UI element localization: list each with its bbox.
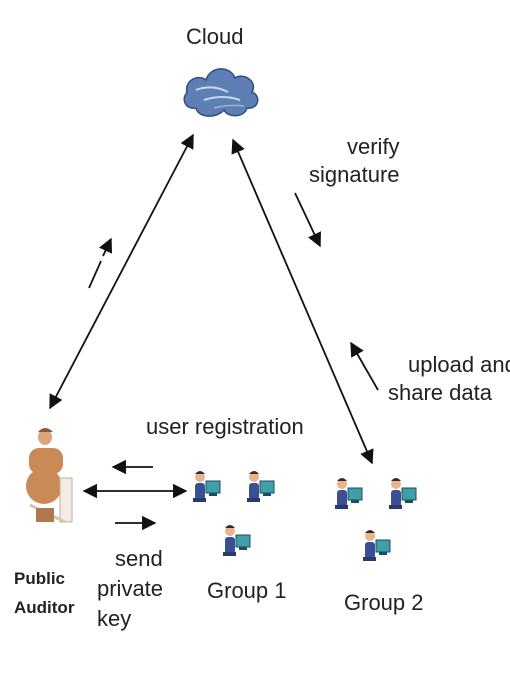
public-auditor-line1: Public	[14, 569, 66, 588]
user-registration-label: user registration	[146, 414, 304, 439]
cloud-group2-arrow	[231, 138, 374, 465]
user-1-3	[222, 524, 251, 557]
verify-signature-line1: verify	[347, 134, 400, 159]
send-private-key-label: send private key	[97, 548, 163, 630]
verify-signature-label: verify signature	[309, 136, 400, 186]
cloud-icon	[183, 68, 259, 117]
user-2-2	[388, 477, 417, 510]
verify-signature-arrow	[294, 192, 321, 248]
upload-share-label: upload and share data	[388, 354, 510, 404]
send-private-key-line2: private	[97, 576, 164, 601]
upload-share-line2: share data	[388, 380, 492, 405]
user-group-icon	[334, 477, 417, 562]
auditor-cloud-small-arrow	[98, 237, 112, 257]
auditor-cloud-arrow	[49, 133, 194, 410]
user-1-2	[246, 470, 275, 503]
user-1-1	[192, 470, 221, 503]
auditor-cloud-dash	[88, 260, 102, 289]
user-group-icon	[192, 470, 275, 557]
cloud-label: Cloud	[186, 24, 244, 49]
send-private-key-line3: key	[97, 606, 132, 631]
user-2-1	[334, 477, 363, 510]
public-auditor-label: Public Auditor	[14, 570, 74, 616]
upload-share-line1: upload and	[408, 352, 510, 377]
group-1-label: Group 1	[207, 578, 287, 603]
user-2-3	[362, 529, 391, 562]
group-2-label: Group 2	[344, 590, 424, 615]
send-private-key-line1: send	[115, 546, 163, 571]
auditor-person-icon	[26, 428, 73, 524]
upload-share-arrow	[350, 341, 379, 391]
public-auditor-line2: Auditor	[14, 598, 75, 617]
verify-signature-line2: signature	[309, 162, 400, 187]
